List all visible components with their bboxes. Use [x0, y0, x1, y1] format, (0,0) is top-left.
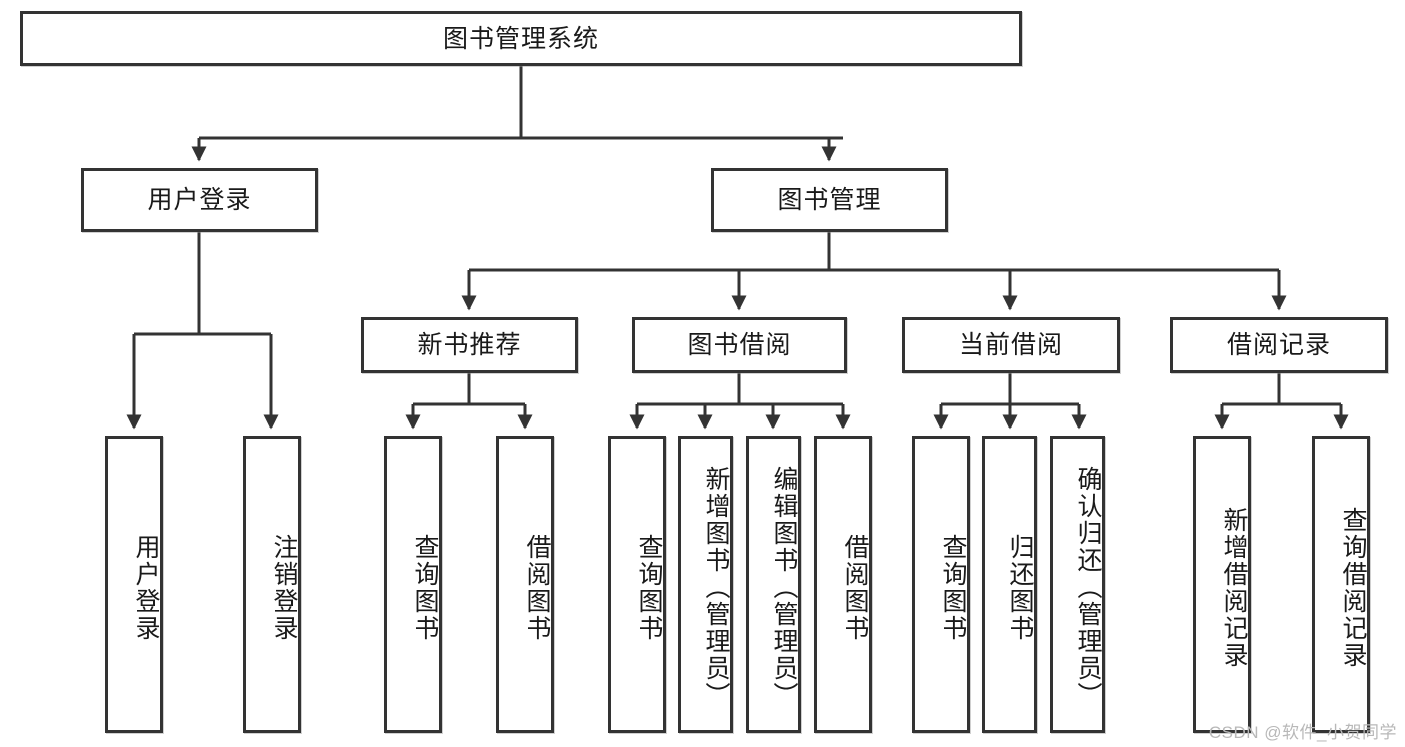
node-book-management[interactable]: 图书管理	[711, 168, 948, 232]
leaf-current-return-book[interactable]: 归还图书	[982, 436, 1037, 733]
leaf-borrow-add-book-admin[interactable]: 新增图书（管理员）	[678, 436, 733, 733]
node-current-borrow[interactable]: 当前借阅	[902, 317, 1120, 373]
leaf-borrow-edit-book-admin[interactable]: 编辑图书（管理员）	[746, 436, 801, 733]
leaf-borrow-borrow-book[interactable]: 借阅图书	[814, 436, 872, 733]
leaf-new-book-query[interactable]: 查询图书	[384, 436, 442, 733]
node-new-book-recommend[interactable]: 新书推荐	[361, 317, 578, 373]
leaf-user-login-login[interactable]: 用户登录	[105, 436, 163, 733]
leaf-user-login-logout[interactable]: 注销登录	[243, 436, 301, 733]
node-root-system[interactable]: 图书管理系统	[20, 11, 1022, 66]
leaf-borrow-query-book[interactable]: 查询图书	[608, 436, 666, 733]
node-user-login[interactable]: 用户登录	[81, 168, 318, 232]
leaf-record-add-record[interactable]: 新增借阅记录	[1193, 436, 1251, 733]
node-borrow-record[interactable]: 借阅记录	[1170, 317, 1388, 373]
leaf-current-query-book[interactable]: 查询图书	[912, 436, 970, 733]
leaf-new-book-borrow[interactable]: 借阅图书	[496, 436, 554, 733]
leaf-current-confirm-return-admin[interactable]: 确认归还（管理员）	[1050, 436, 1105, 733]
csdn-watermark: CSDN @软件_小贺同学	[1208, 723, 1397, 742]
leaf-record-query-record[interactable]: 查询借阅记录	[1312, 436, 1370, 733]
node-book-borrow[interactable]: 图书借阅	[632, 317, 847, 373]
